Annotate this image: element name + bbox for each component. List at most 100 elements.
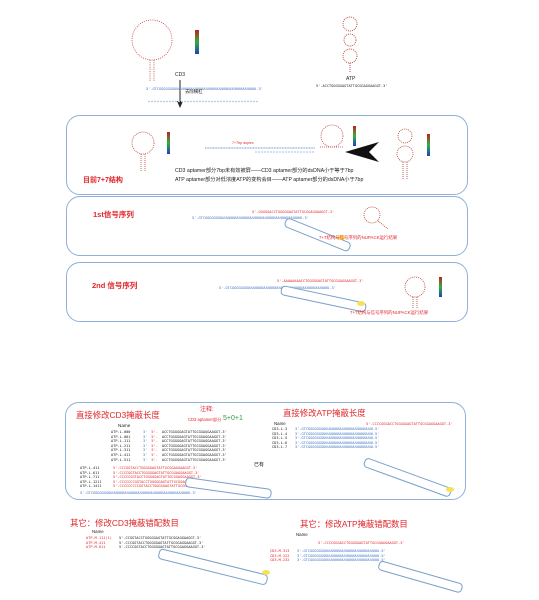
- colorbar: [167, 132, 170, 154]
- panel3-note: 7+7结构与信号序列的NUPACK运行结果: [350, 310, 429, 315]
- panel3-sequence: 5'-AAAAAAAACCTGGGGGAGTATTGCGGAGGAAGGT-3': [277, 279, 364, 283]
- existing-tag: 已有: [254, 462, 265, 468]
- left-cd3-strand: 5'-GTCGGGGGGGUUUUUUUUUUUUUUUUUUUUUUUUUUU…: [80, 491, 197, 495]
- right-table: CD3-L-3 3'-GTCGGGGGGGUUUUUUUUUUUUUUUUUUU…: [272, 427, 379, 450]
- other-left-nupack-box: [157, 548, 269, 586]
- left-title: 直接修改CD3掩蔽长度: [76, 410, 160, 420]
- row-b: 5'-: [151, 434, 158, 439]
- row-name: ATP-M-611: [86, 545, 106, 550]
- row-b: 5'-: [151, 430, 158, 434]
- panel2-structure-diagram: [363, 206, 389, 230]
- table-row: ATP-L-611 5'-CCCCGGTACCTGGGGGAGTATTGCGGA…: [80, 471, 210, 476]
- first-signal-panel: 1st信号序列 5'-GGGGGACCTGGGGGAGTATTGCGGAGGAA…: [66, 196, 468, 256]
- note-label: 注释:: [200, 407, 214, 413]
- hairpin-diagram: [131, 131, 155, 172]
- second-signal-panel: 2nd 信号序列 5'-AAAAAAAACCTGGGGGAGTATTGCGGAG…: [66, 262, 468, 322]
- table-row: ATP-M-411 5'-CCCGGTACCTGGGGGAGTATTGCGGAG…: [86, 541, 206, 546]
- row-a: 3': [143, 443, 148, 448]
- panel3-cd3-strand: 5'-GTCGGGGGGGUUUUUUUUUUUUUUUUUUUUUUUUUUU…: [219, 286, 336, 290]
- right-top-seq: 5'-CCCCGGGACCTGGGGGAGTATTGCGGAGGAAGGT-3': [366, 422, 453, 426]
- row-name: ATP-L-511: [111, 457, 131, 462]
- row-name: CD3-L-3: [272, 427, 288, 431]
- note-values: 5+0+1: [223, 415, 243, 422]
- colorbar: [427, 134, 430, 156]
- loop-structure-diagram: [320, 124, 344, 148]
- table-row: ATP-L-411 5'-CCCGGTACCTGGGGGAGTATTGCGGAG…: [80, 466, 210, 471]
- duplex-note: 7+7bp duplex: [232, 141, 254, 145]
- row-a: 3': [143, 457, 148, 462]
- duplex-strands: [205, 147, 315, 153]
- row-name: ATP-L-411: [80, 466, 100, 470]
- row-name: CD3-L-7: [272, 445, 288, 450]
- row-name: ATP-L-111: [111, 439, 131, 444]
- row-seq: ACCTGGGGGAGTATTGCGGAGGAAGGT-3': [161, 439, 227, 444]
- other-left-table: ATP-M-111(1) 5'-CCGGTACCTGGGGGAGTATTGCGG…: [86, 536, 206, 550]
- atp-sequence: 5'-ACCTGGGGGAGTATTGCGGAGGAAGGT-3': [316, 84, 388, 88]
- other-right-top-seq: 5'-CCCCGGGACCTGGGGGAGTATTGCGGAGGAAGGT-3': [318, 541, 405, 545]
- row-name: CD3-L-5: [272, 436, 288, 441]
- left-table-2: ATP-L-411 5'-CCCGGTACCTGGGGGAGTATTGCGGAG…: [80, 466, 210, 489]
- row-name: ATP-M-111(1): [86, 536, 112, 540]
- table-row: ATP-M-611 5'-CCCCGGTACCTGGGGGAGTATTGCGGA…: [86, 545, 206, 550]
- row-name: ATP-L-411: [111, 452, 131, 457]
- colorbar: [353, 126, 356, 146]
- row-name: ATP-L-001: [111, 434, 131, 439]
- row-name: ATP-L-1411: [80, 484, 102, 489]
- colorbar: [439, 277, 442, 297]
- row-b: 5'-: [151, 448, 158, 453]
- table-row: CD3-M-232 3'-GTCGGGGGGGUUUUUUUUUUUUUUUUU…: [270, 558, 386, 563]
- atp-label: ATP: [346, 76, 356, 82]
- row-seq: 5'-CCCCCCCCCGGTACCTGGGGGAGTATTGCGGAGGAAG…: [113, 484, 211, 489]
- row-name: ATP-L-211: [111, 443, 131, 448]
- row-seq: 5'-CCCCCGGTACCTGGGGGAGTATTGCGGAGGAAGGT-3…: [113, 475, 202, 480]
- other-right-table: CD3-M-313 3'-GTCGGGGGGGUUUUUUUUUUUUUUUUU…: [270, 549, 386, 563]
- table-row: CD3-L-5 3'-GTCGGGGGGGUUUUUUUUUUUUUUUUUUU…: [272, 436, 379, 441]
- row-seq: ACCTGGGGGAGTATTGCGGAGGAAGGT-3': [161, 452, 227, 457]
- panel2-highlight: [337, 235, 345, 240]
- row-seq: 5'-CCCCGGTACCTGGGGGAGTATTGCGGAGGAAGGT-3': [113, 470, 200, 475]
- table-row: CD3-L-7 3'-GTCGGGGGGGUUUUUUUUUUUUUUUUUUU…: [272, 445, 379, 450]
- other-left-header: Name: [92, 529, 104, 534]
- table-row: ATP-L-111 3' 5'- ACCTGGGGGAGTATTGCGGAGGA…: [111, 439, 227, 444]
- table-row: ATP-L-001 3' 5'- ACCTGGGGGAGTATTGCGGAGGA…: [111, 435, 227, 440]
- row-seq: ACCTGGGGGAGTATTGCGGAGGAAGGT-3': [161, 448, 227, 453]
- row-name: CD3-L-4: [272, 431, 288, 436]
- row-name: ATP-L-711: [80, 475, 100, 480]
- panel1-line2: ATP aptamer部分对低浓度ATP的变构会目——ATP aptamer部分…: [175, 177, 364, 183]
- row-seq: 5'-CCCGGTACCTGGGGGAGTATTGCGGAGGAAGGT-3': [119, 540, 204, 545]
- row-name: ATP-M-411: [86, 540, 106, 545]
- left-table-header: Name: [118, 423, 131, 428]
- table-row: CD3-M-313 3'-GTCGGGGGGGUUUUUUUUUUUUUUUUU…: [270, 549, 386, 554]
- row-seq: ACCTGGGGGAGTATTGCGGAGGAAGGT-3': [161, 457, 227, 462]
- row-seq: 3'-GTCGGGGGGGUUUUUUUUUUUUUUUUUUUUUUUUU-5…: [297, 549, 386, 553]
- panel1-title: 目前7+7结构: [83, 177, 123, 184]
- row-seq: 5'-CCCCGGTACCTGGGGGAGTATTGCGGAGGAAGGT-3': [119, 545, 206, 550]
- row-seq: 5'-CCCGGTACCTGGGGGAGTATTGCGGAGGAAGGT-3': [113, 466, 198, 470]
- row-name: CD3-L-6: [272, 440, 288, 445]
- row-seq: ACCTGGGGGAGTATTGCGGAGGAAGGT-3': [161, 434, 227, 439]
- other-left-highlight: [262, 570, 270, 575]
- panel3-title: 2nd 信号序列: [92, 281, 138, 290]
- table-row: ATP-L-1411 5'-CCCCCCCCCGGTACCTGGGGGAGTAT…: [80, 484, 210, 489]
- row-seq: 3'-GTCGGGGGGGUUUUUUUUUUUUUUUUUUUUUUU-5': [295, 436, 380, 441]
- row-name: ATP-L-000: [111, 430, 131, 434]
- panel2-sequence: 5'-GGGGGACCTGGGGGAGTATTGCGGAGGAAGGT-3': [252, 210, 335, 214]
- row-name: ATP-L-311: [111, 448, 131, 453]
- row-seq: 3'-GTCGGGGGGGUUUUUUUUUUUUUUUUUUUUUUU-5': [295, 440, 380, 445]
- other-right-header: Name: [296, 532, 308, 537]
- table-row: ATP-L-000 3' 5'- ACCTGGGGGAGTATTGCGGAGGA…: [111, 430, 227, 435]
- row-b: 5'-: [151, 443, 158, 448]
- modification-panel: 直接修改CD3掩蔽长度 直接修改ATP掩蔽长度 注释: CD3 aptamer部…: [65, 402, 466, 500]
- row-seq: ACCTGGGGGAGTATTGCGGAGGAAGGT-3': [161, 430, 227, 434]
- current-structure-panel: 目前7+7结构 7+7bp duplex: [66, 115, 468, 195]
- right-title: 直接修改ATP掩蔽长度: [283, 408, 366, 418]
- table-row: ATP-L-211 3' 5'- ACCTGGGGGAGTATTGCGGAGGA…: [111, 444, 227, 449]
- other-right-title: 其它：修改ATP掩蔽错配数目: [300, 519, 408, 529]
- row-seq: 5'-CCCCCCCGGTACCTGGGGGAGTATTGCGGAGGAAGGT…: [113, 479, 207, 484]
- cd3-label: CD3: [175, 72, 186, 78]
- row-seq: 3'-GTCGGGGGGGUUUUUUUUUUUUUUUUUUUUUUU-5': [295, 445, 380, 450]
- row-seq: 3'-GTCGGGGGGGUUUUUUUUUUUUUUUUUUUUUUU-5': [295, 431, 380, 436]
- row-seq: 3'-GTCGGGGGGGUUUUUUUUUUUUUUUUUUUUUUU-5': [295, 427, 380, 431]
- table-row: CD3-L-4 3'-GTCGGGGGGGUUUUUUUUUUUUUUUUUUU…: [272, 432, 379, 437]
- row-a: 3': [143, 452, 148, 457]
